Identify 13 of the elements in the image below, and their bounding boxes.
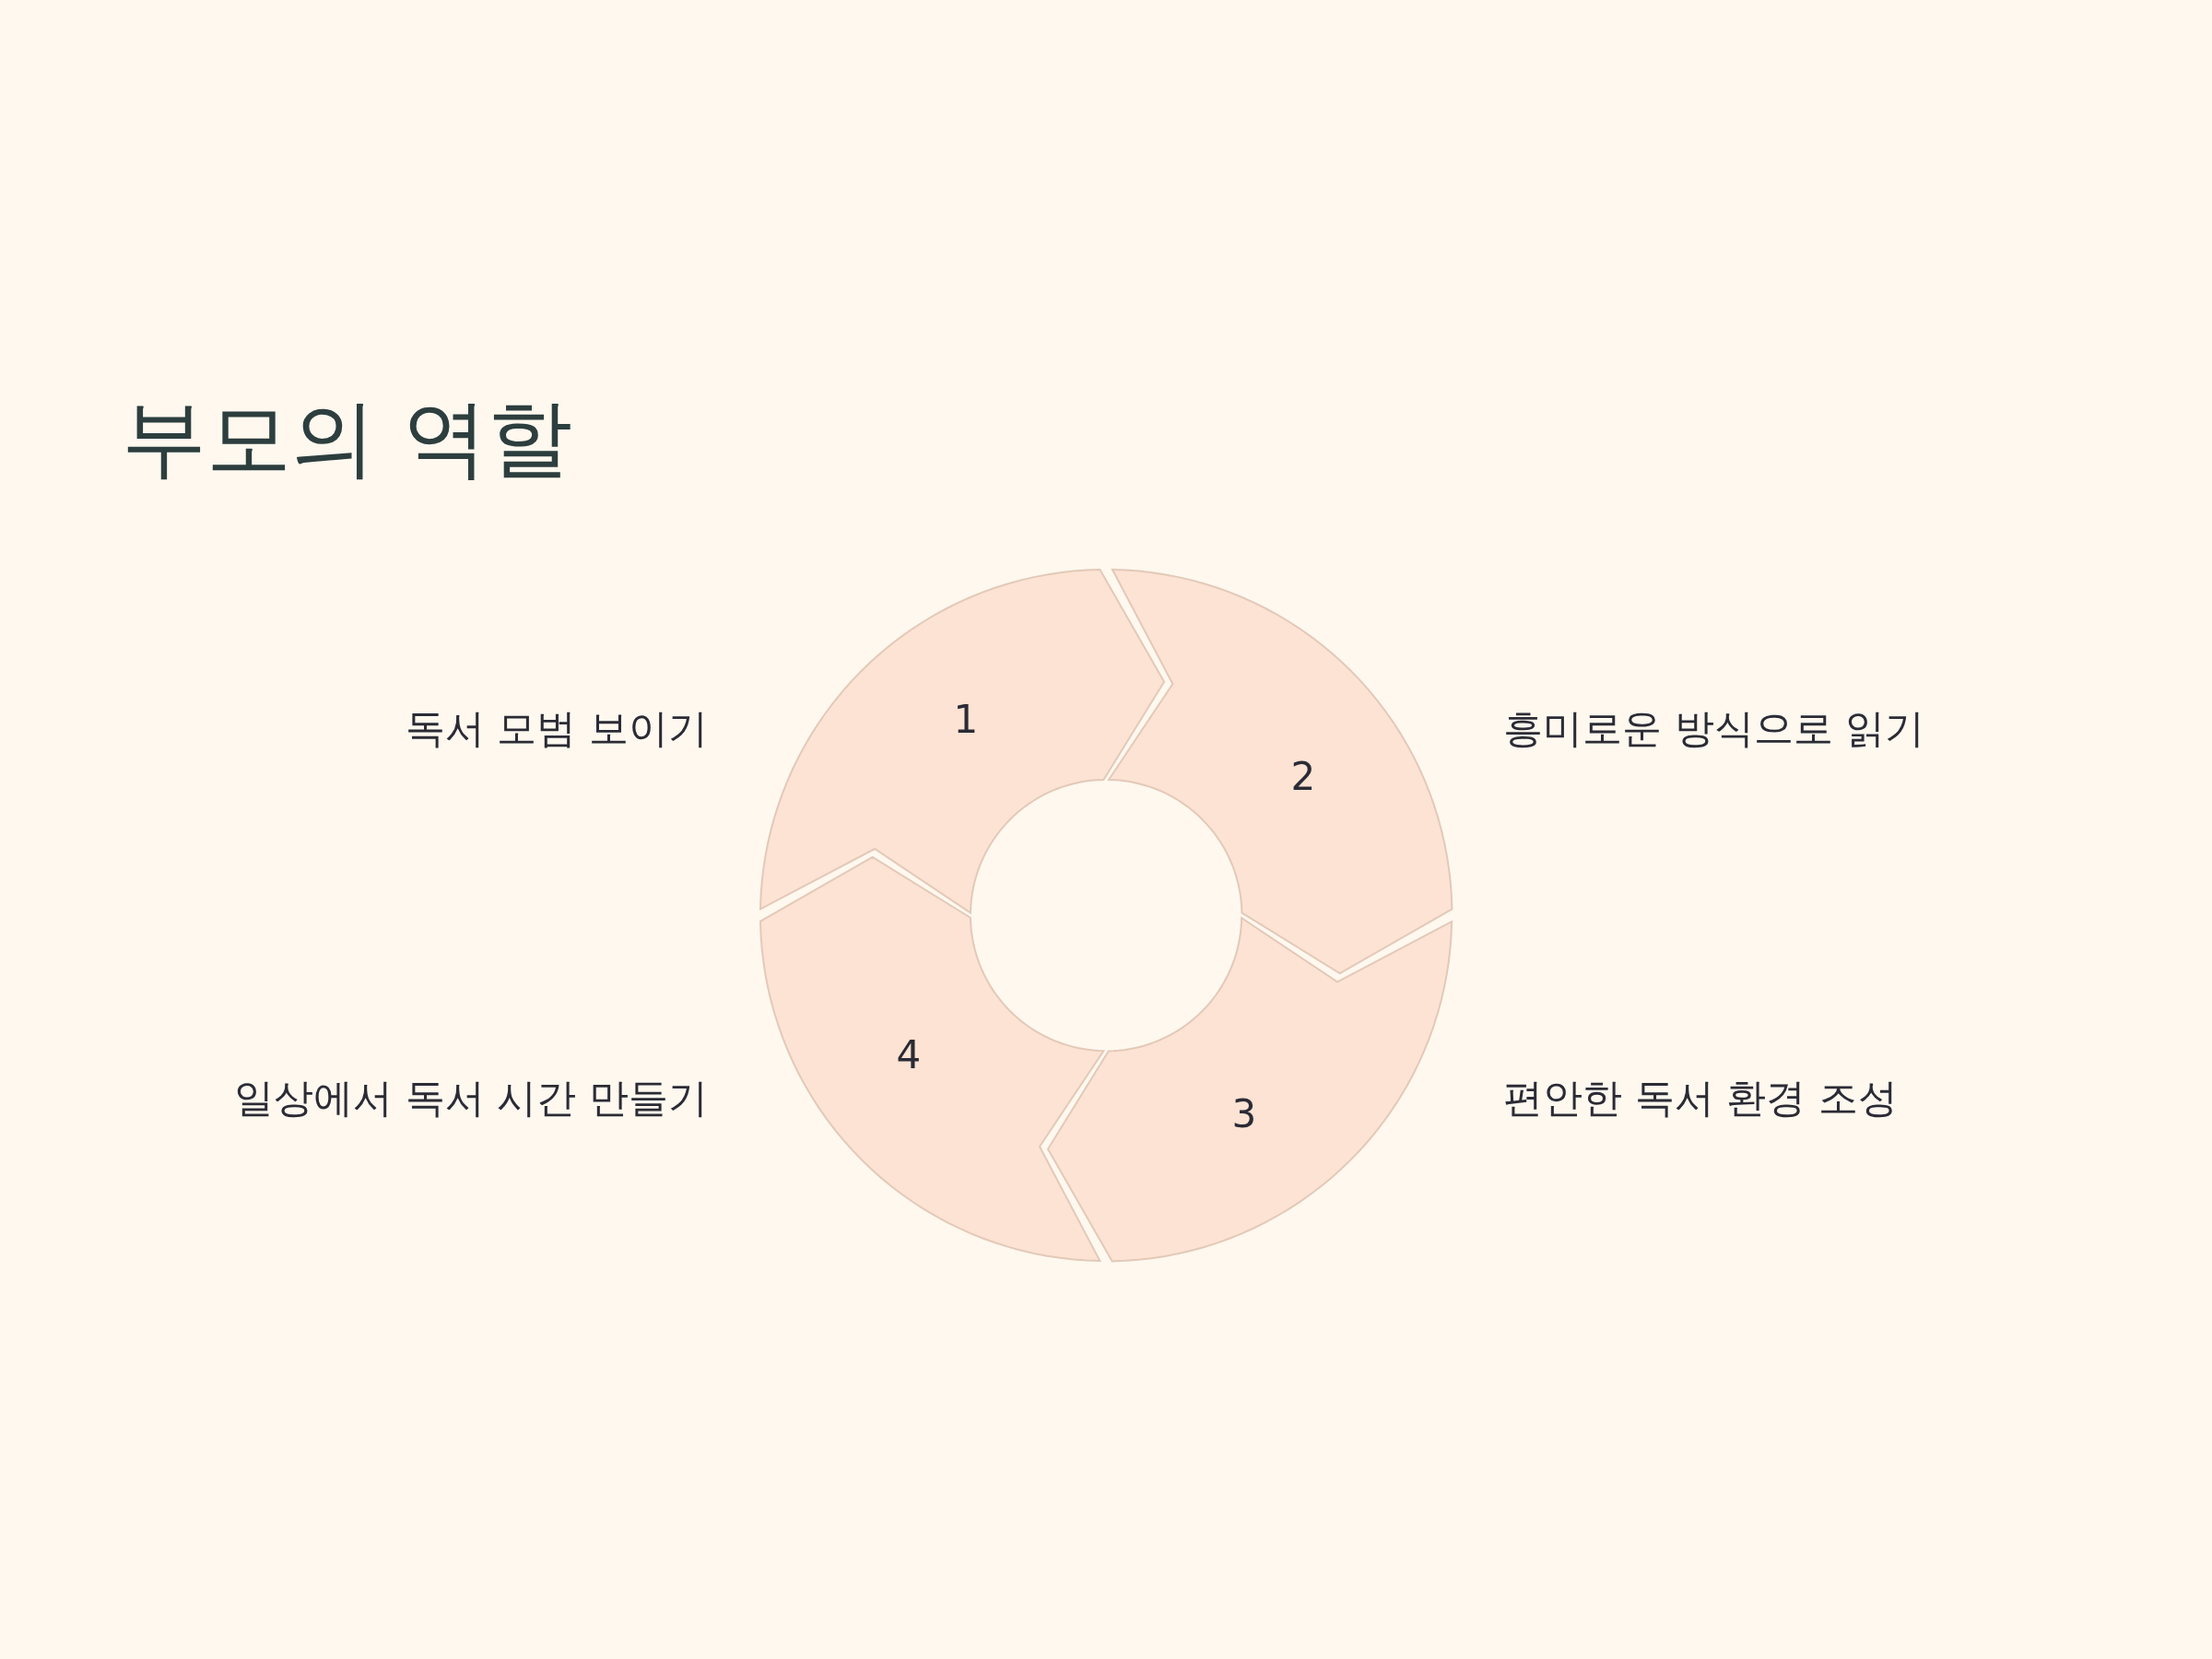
ring-segment [760,856,1104,1261]
step-label: 독서 모범 보이기 [405,705,708,753]
step-label: 일상에서 독서 시간 만들기 [234,1075,708,1123]
title: 부모의 역할 [122,392,573,486]
ring-segment [1108,570,1452,974]
ring-segment [1047,917,1452,1261]
step-number: 4 [896,1036,922,1075]
step-label: 흥미로운 방식으로 읽기 [1503,705,1925,753]
step-number: 1 [953,700,979,739]
step-number: 2 [1290,758,1316,796]
step-label: 편안한 독서 환경 조성 [1503,1075,1898,1123]
ring-segment [760,570,1165,913]
step-number: 3 [1231,1095,1257,1134]
